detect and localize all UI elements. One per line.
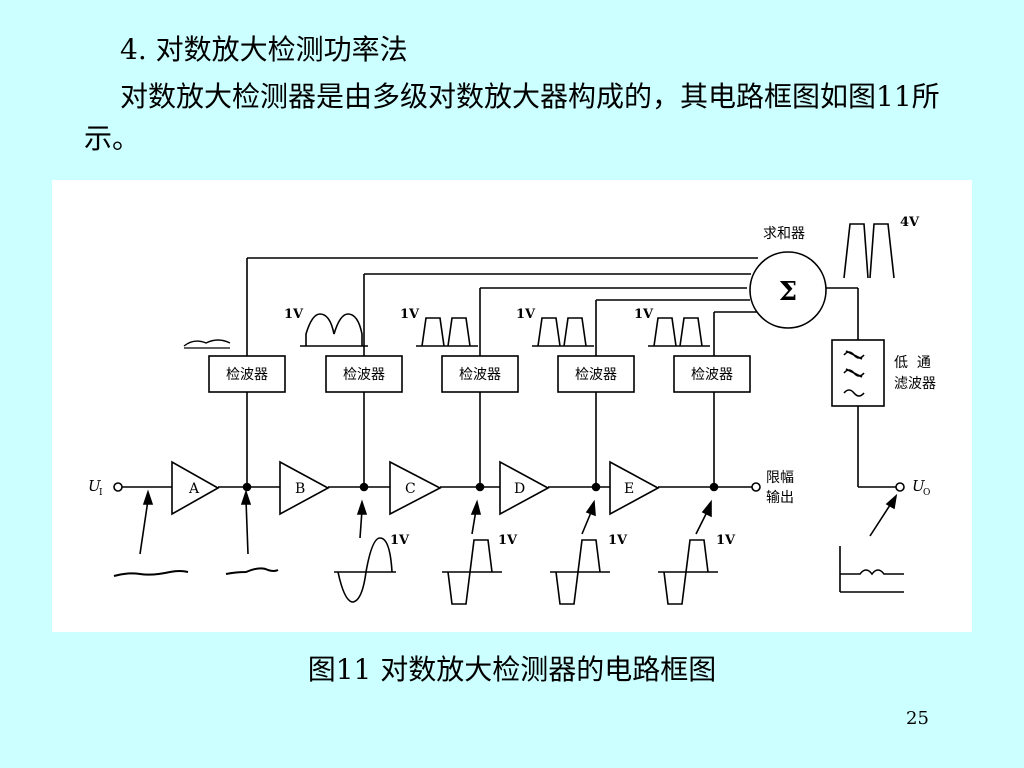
amplifier-d: D	[499, 460, 550, 516]
waveform-input	[113, 570, 189, 577]
filter-label-line2: 滤波器	[894, 376, 936, 392]
signal-line	[113, 482, 761, 492]
label-1v-stage-c: 1V	[498, 533, 518, 548]
low-pass-filter	[831, 339, 885, 407]
waveform-detector-3	[416, 317, 478, 347]
waveform-stage-b	[334, 537, 396, 603]
waveform-detector-1	[183, 339, 231, 349]
label-1v-stage-d: 1V	[608, 533, 628, 548]
waveform-output	[839, 546, 904, 593]
summer-feed-lines	[246, 257, 758, 356]
label-1v-det5: 1V	[634, 307, 654, 322]
summer-label: 求和器	[763, 226, 805, 242]
block-diagram: A B C D E 检波器	[52, 180, 972, 632]
waveform-detector-2	[300, 313, 368, 347]
svg-text:E: E	[624, 481, 634, 497]
output-line	[857, 406, 905, 492]
detector-2: 检波器	[325, 355, 403, 393]
svg-text:检波器: 检波器	[575, 367, 617, 383]
body-paragraph: 对数放大检测器是由多级对数放大器构成的，其电路框图如图11所示。	[84, 80, 940, 155]
svg-text:检波器: 检波器	[226, 367, 268, 383]
output-label: U	[912, 477, 926, 495]
output-label-sub: O	[923, 488, 930, 498]
amplifier-e: E	[609, 460, 660, 516]
summer-circle: Σ	[749, 251, 827, 329]
detector-5: 检波器	[673, 355, 751, 393]
amplifier-c: C	[389, 460, 442, 516]
waveform-stage-d	[550, 539, 610, 605]
filter-feed-line	[826, 287, 859, 340]
figure-caption: 图11 对数放大检测器的电路框图	[307, 653, 717, 686]
svg-text:A: A	[188, 481, 200, 497]
limited-output-label-line2: 输出	[766, 490, 794, 506]
detector-1: 检波器	[208, 355, 286, 393]
svg-text:D: D	[514, 481, 525, 497]
filter-label-line1: 低 通	[894, 355, 931, 371]
label-4v: 4V	[900, 215, 920, 230]
input-label-sub: I	[99, 488, 103, 498]
section-heading: 4. 对数放大检测功率法	[120, 33, 408, 66]
waveform-stage-e	[658, 539, 718, 605]
waveform-stage-c	[442, 539, 502, 605]
amplifier-a: A	[171, 460, 220, 516]
signal-arrows	[139, 489, 898, 555]
waveform-detector-5	[648, 317, 710, 347]
label-1v-det2: 1V	[284, 307, 304, 322]
svg-text:检波器: 检波器	[343, 367, 385, 383]
svg-text:C: C	[405, 481, 416, 497]
svg-text:检波器: 检波器	[691, 367, 733, 383]
label-1v-stage-e: 1V	[716, 533, 736, 548]
page-number: 25	[906, 708, 929, 729]
detector-3: 检波器	[441, 355, 519, 393]
input-label: U	[88, 477, 102, 495]
detector-4: 检波器	[557, 355, 635, 393]
waveform-summer	[843, 223, 895, 279]
amplifier-b: B	[279, 460, 330, 516]
limited-output-label-line1: 限幅	[766, 470, 794, 486]
label-1v-stage-b: 1V	[390, 533, 410, 548]
waveform-stage-a	[225, 567, 279, 575]
detector-taps	[246, 392, 715, 487]
waveform-detector-4	[532, 317, 594, 347]
svg-text:检波器: 检波器	[459, 367, 501, 383]
label-1v-det4: 1V	[516, 307, 536, 322]
svg-text:B: B	[295, 481, 305, 497]
svg-text:Σ: Σ	[779, 277, 797, 307]
label-1v-det3: 1V	[400, 307, 420, 322]
